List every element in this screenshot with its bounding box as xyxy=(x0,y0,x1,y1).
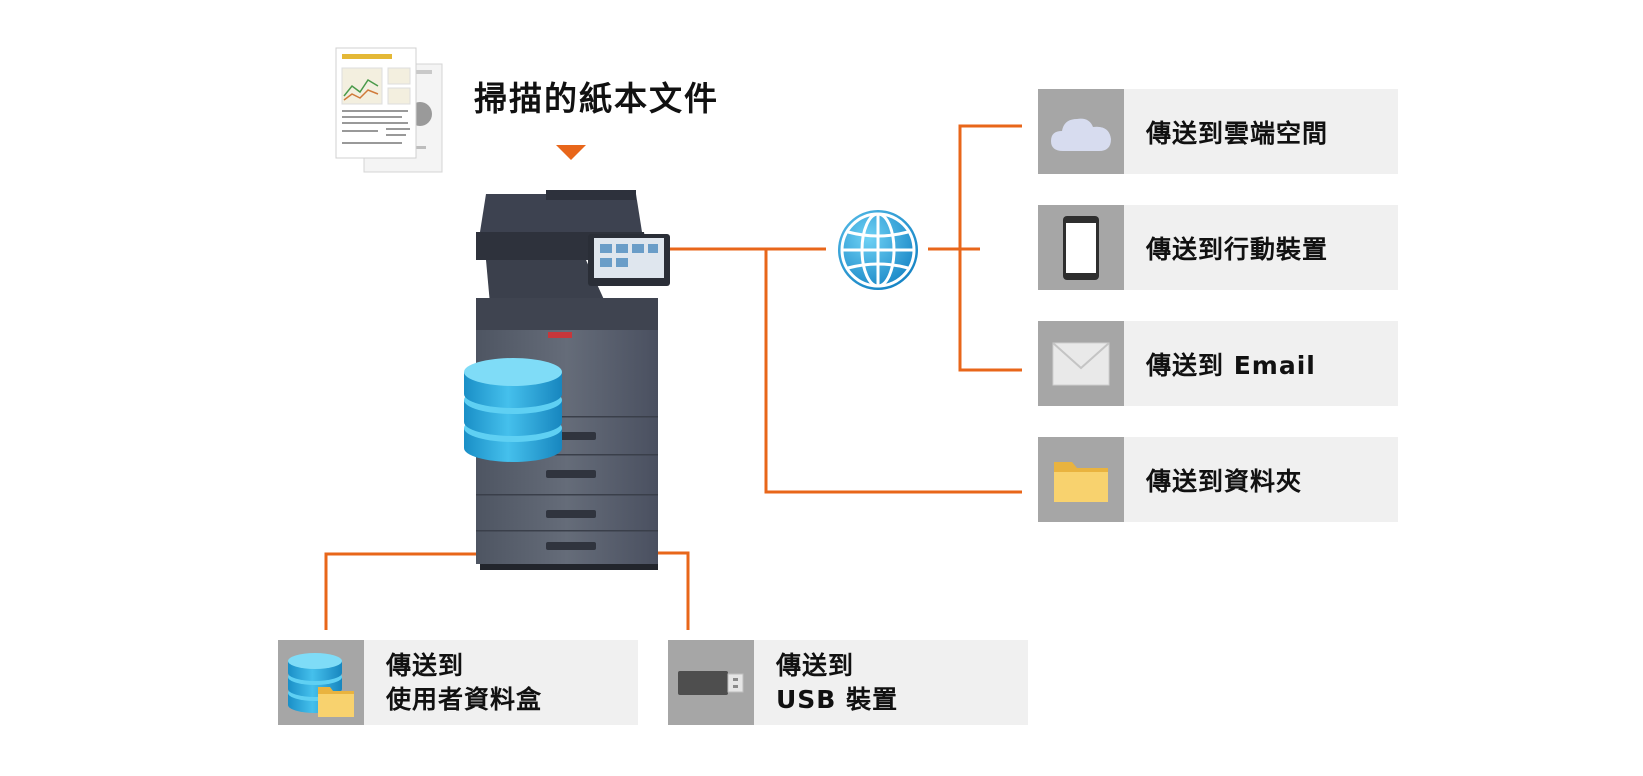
database-icon xyxy=(464,358,562,462)
email-thumb xyxy=(1038,321,1124,406)
usb-label-line2: USB 裝置 xyxy=(776,684,899,714)
user-box-thumb xyxy=(278,640,364,725)
folder-thumb xyxy=(1038,437,1124,522)
multifunction-printer-icon xyxy=(476,190,670,570)
document-stack-icon xyxy=(335,47,443,173)
usb-thumb xyxy=(668,640,754,725)
destination-usb-card[interactable]: 傳送到 USB 裝置 xyxy=(668,640,1028,725)
globe-icon xyxy=(838,210,918,290)
destination-folder-label: 傳送到資料夾 xyxy=(1146,466,1303,496)
destination-email-label: 傳送到 Email xyxy=(1146,350,1316,380)
down-arrow-icon xyxy=(556,145,586,160)
user-box-label-line1: 傳送到 xyxy=(386,650,465,680)
smartphone-icon xyxy=(1063,215,1099,280)
destination-mobile-label: 傳送到行動裝置 xyxy=(1146,234,1329,264)
destination-folder-card[interactable]: 傳送到資料夾 xyxy=(1038,437,1398,522)
destination-usb-label: 傳送到 USB 裝置 xyxy=(776,640,898,725)
mobile-thumb xyxy=(1038,205,1124,290)
user-box-label-line2: 使用者資料盒 xyxy=(386,684,543,714)
connector-to-cloud xyxy=(958,124,1022,372)
folder-icon xyxy=(1054,461,1108,502)
destination-cloud-label: 傳送到雲端空間 xyxy=(1146,118,1329,148)
database-folder-icon xyxy=(288,652,354,717)
destination-user-box-label: 傳送到 使用者資料盒 xyxy=(386,640,542,725)
envelope-icon xyxy=(1052,341,1110,385)
destination-mobile-card[interactable]: 傳送到行動裝置 xyxy=(1038,205,1398,290)
page-title: 掃描的紙本文件 xyxy=(474,79,719,118)
usb-label-line1: 傳送到 xyxy=(776,650,855,680)
destination-user-box-card[interactable]: 傳送到 使用者資料盒 xyxy=(278,640,638,725)
destination-email-card[interactable]: 傳送到 Email xyxy=(1038,321,1398,406)
usb-drive-icon xyxy=(678,670,744,695)
destination-cloud-card[interactable]: 傳送到雲端空間 xyxy=(1038,89,1398,174)
cloud-thumb xyxy=(1038,89,1124,174)
cloud-icon xyxy=(1051,118,1111,151)
connector-to-folder xyxy=(764,249,1022,494)
